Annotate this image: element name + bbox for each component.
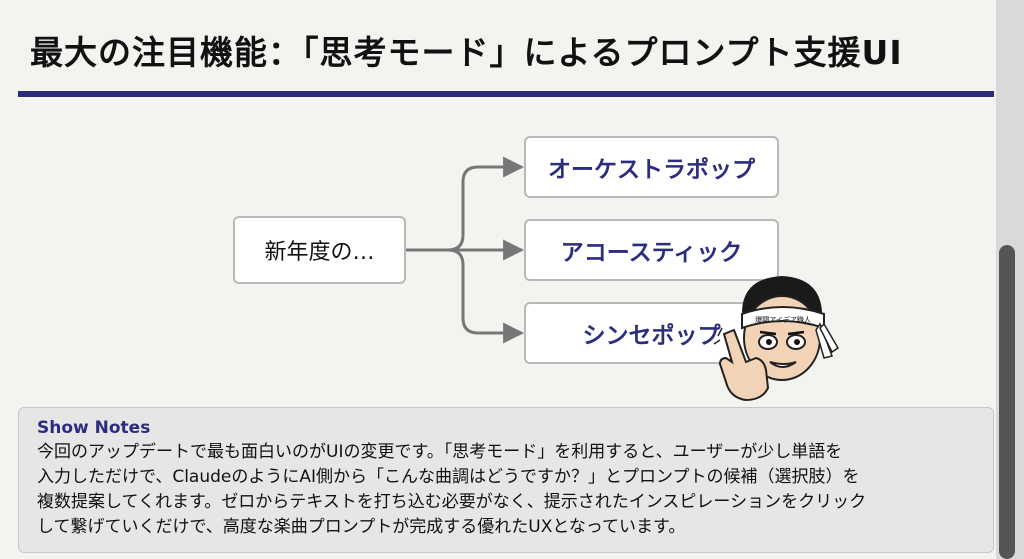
scrollbar-thumb[interactable] [999,245,1015,559]
show-notes-body: 今回のアップデートで最も面白いのがUIの変更です。「思考モード」を利用すると、ユ… [37,440,975,540]
show-notes-title: Show Notes [37,418,151,438]
show-notes-line: 入力しただけで、ClaudeのようにAI側から「こんな曲調はどうですか？」とプロ… [37,467,860,487]
slide-title: 最大の注目機能：「思考モード」によるプロンプト支援UI [30,33,903,72]
show-notes-panel: Show Notes 今回のアップデートで最も面白いのがUIの変更です。「思考モ… [18,407,994,553]
title-divider [18,91,994,97]
option-node-2[interactable]: アコースティック [524,219,779,281]
show-notes-line: 複数提案してくれます。ゼロからテキストを打ち込む必要がなく、提示されたインスピレ… [37,492,867,512]
mascot-character: 爆闘アイデア職人 [713,276,840,402]
show-notes-line: して繋げていくだけで、高度な楽曲プロンプトが完成する優れたUXとなっています。 [37,517,686,537]
root-node: 新年度の… [233,216,406,284]
pointing-finger-icon [713,327,770,402]
branch-arrows [406,156,525,344]
arrow-to-option-3 [406,248,525,344]
headband-text: 爆闘アイデア職人 [755,315,811,324]
show-notes-line: 今回のアップデートで最も面白いのがUIの変更です。「思考モード」を利用すると、ユ… [37,442,843,462]
arrow-to-option-1 [406,156,525,252]
slide: 最大の注目機能：「思考モード」によるプロンプト支援UI 新年度の… オーケストラ… [18,33,994,553]
option-node-1[interactable]: オーケストラポップ [524,136,779,198]
